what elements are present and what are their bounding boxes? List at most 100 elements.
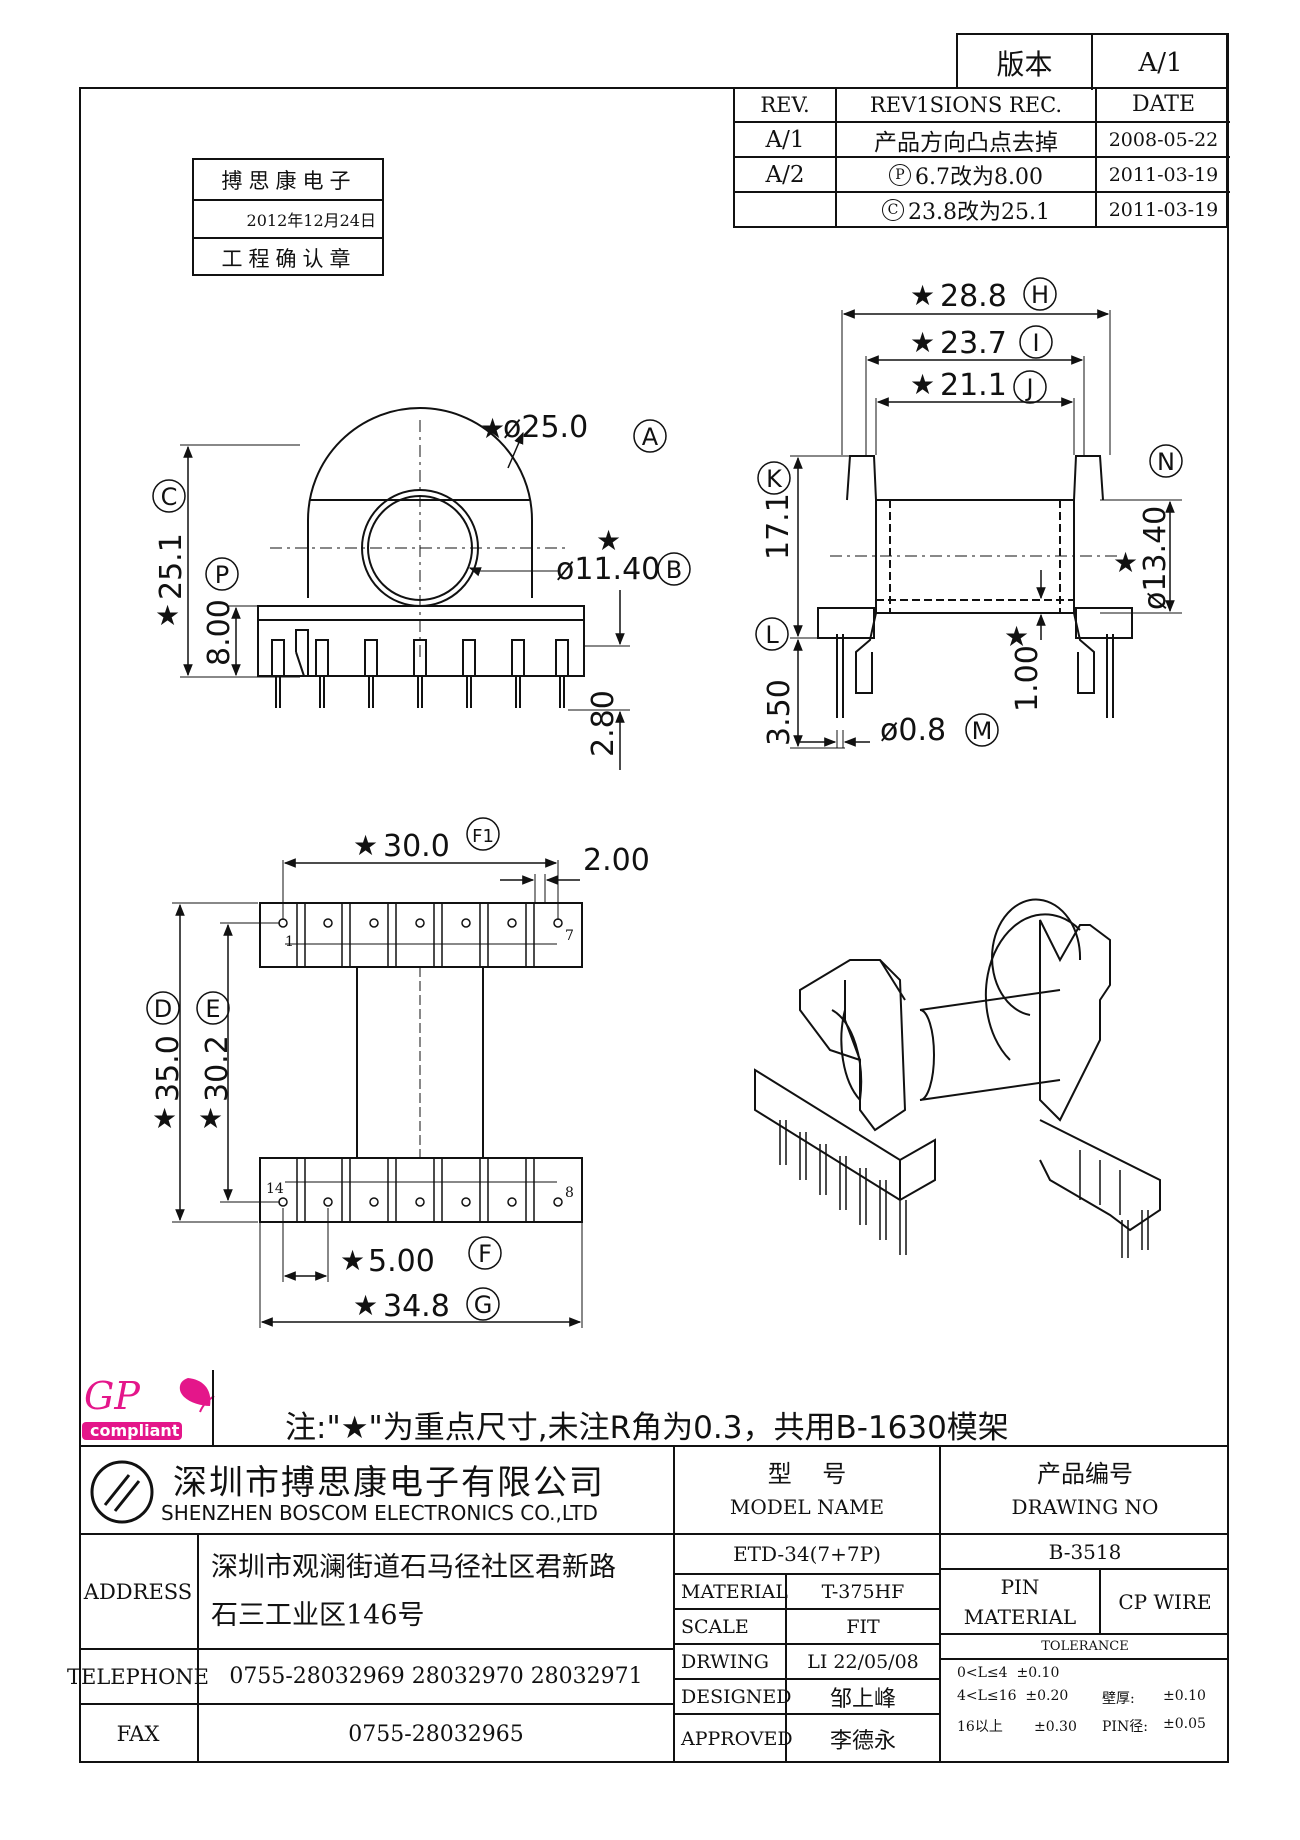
tolerance-label: TOLERANCE bbox=[1041, 1639, 1129, 1654]
letter-g: G bbox=[474, 1291, 493, 1319]
pin-label-1: 1 bbox=[285, 934, 294, 950]
tb-row-telephone bbox=[79, 1703, 675, 1705]
tb-row-model-value bbox=[675, 1573, 939, 1575]
letter-a: A bbox=[642, 423, 659, 451]
rev-col-2 bbox=[1095, 88, 1097, 228]
version-divider bbox=[1091, 35, 1093, 90]
letter-p: P bbox=[215, 561, 229, 589]
letter-c: C bbox=[161, 483, 178, 511]
star-e: ★ bbox=[198, 1102, 223, 1135]
rev-row2-rec: 6.7改为8.00 bbox=[915, 164, 1043, 190]
rev-row1-rev: A/1 bbox=[765, 126, 805, 153]
gp-text: GP bbox=[84, 1374, 140, 1418]
rev-row-2 bbox=[735, 156, 1230, 158]
stamp-row-1 bbox=[194, 199, 384, 201]
fax-value: 0755-28032965 bbox=[348, 1721, 524, 1747]
isometric-pins bbox=[779, 1120, 1149, 1258]
company-name-en: SHENZHEN BOSCOM ELECTRONICS CO.,LTD bbox=[161, 1501, 598, 1525]
engineering-stamp: 搏思康电子 2012年12月24日 工程确认章 bbox=[192, 158, 384, 276]
letter-b: B bbox=[666, 556, 682, 584]
letter-b-circle bbox=[657, 552, 691, 586]
dim-p-text: 8.00 bbox=[202, 599, 237, 666]
gp-compliant-text: compliant bbox=[90, 1421, 180, 1440]
address-line-1: 深圳市观澜街道石马径社区君新路 bbox=[211, 1552, 616, 1583]
tb-row-address bbox=[79, 1648, 675, 1650]
version-box: 版本 A/1 bbox=[956, 33, 1228, 90]
rev-header-rec: REV1SIONS REC. bbox=[869, 92, 1063, 117]
company-name-cn: 深圳市搏思康电子有限公司 bbox=[173, 1463, 605, 1503]
star-c: ★ bbox=[155, 599, 180, 632]
pin-diameter-value: ±0.05 bbox=[1163, 1716, 1206, 1732]
dim-e-text: 30.2 bbox=[200, 1035, 235, 1102]
dim-t-text: 1.00 bbox=[1010, 645, 1045, 712]
tb-col-company bbox=[673, 1445, 675, 1763]
dim-a-text: ø25.0 bbox=[503, 410, 588, 445]
dim-m-text: ø0.8 bbox=[880, 713, 946, 748]
tolerance-row-2: 4<L≤16 ±0.20 bbox=[957, 1688, 1069, 1704]
isometric-view bbox=[754, 898, 1161, 1258]
designed-value: 邹上峰 bbox=[829, 1686, 896, 1712]
rev-col-1 bbox=[835, 88, 837, 228]
rev-row2-rev: A/2 bbox=[765, 161, 805, 188]
letter-f-circle bbox=[468, 1236, 502, 1270]
star-j: ★ bbox=[910, 368, 935, 401]
stamp-company: 搏思康电子 bbox=[221, 168, 357, 193]
circled-p-mark: P bbox=[889, 163, 911, 186]
note-text: 注:"★"为重点尺寸,未注R角为0.3，共用B-1630模架 bbox=[285, 1410, 1009, 1446]
address-label: ADDRESS bbox=[83, 1579, 193, 1604]
letter-i-circle bbox=[1019, 325, 1053, 359]
letter-f1: F1 bbox=[472, 826, 494, 847]
model-header-en: MODEL NAME bbox=[729, 1495, 885, 1519]
tb-row-spec-3 bbox=[675, 1678, 939, 1680]
pin-material-label-1: PIN bbox=[1000, 1575, 1040, 1599]
letter-k-circle bbox=[757, 461, 791, 495]
tb-row-spec-1 bbox=[675, 1608, 939, 1610]
version-value: A/1 bbox=[1138, 47, 1183, 78]
drawing-header-cn: 产品编号 bbox=[1037, 1459, 1133, 1488]
pin-diameter-label: PIN径: bbox=[1102, 1719, 1148, 1735]
letter-e-circle bbox=[196, 991, 230, 1025]
pin-label-14: 14 bbox=[266, 1181, 284, 1197]
scale-label: SCALE bbox=[681, 1615, 749, 1638]
letter-e: E bbox=[205, 995, 220, 1023]
dim-f-text: 5.00 bbox=[368, 1244, 435, 1279]
frame-bottom bbox=[79, 1761, 1229, 1763]
star-f: ★ bbox=[340, 1244, 365, 1277]
title-block: 深圳市搏思康电子有限公司 SHENZHEN BOSCOM ELECTRONICS… bbox=[67, 1445, 1229, 1763]
telephone-label: TELEPHONE bbox=[67, 1664, 209, 1689]
tb-row-drawing-no bbox=[941, 1568, 1229, 1570]
drawing-no-value: B-3518 bbox=[1048, 1539, 1122, 1564]
dim-c-text: 25.1 bbox=[154, 533, 189, 600]
star-f1: ★ bbox=[353, 829, 378, 862]
top-view bbox=[172, 858, 583, 1328]
rev-row3-rec-wrap: C 23.8改为25.1 bbox=[837, 193, 1095, 226]
dim-n-text: ø13.40 bbox=[1138, 506, 1173, 610]
frame-top bbox=[79, 87, 1229, 89]
letter-c-circle bbox=[152, 479, 186, 513]
tb-row-company bbox=[79, 1533, 675, 1535]
stamp-row-2 bbox=[194, 237, 384, 239]
dim-l-text: 3.50 bbox=[762, 679, 797, 746]
boscom-logo-icon bbox=[90, 1460, 154, 1524]
tb-col-spec bbox=[785, 1573, 787, 1763]
letter-f: F bbox=[478, 1240, 492, 1268]
letter-m-circle bbox=[965, 713, 999, 747]
star-b: ★ bbox=[596, 524, 621, 557]
drwing-value: LI 22/05/08 bbox=[807, 1650, 919, 1673]
tb-row-spec-4 bbox=[675, 1713, 939, 1715]
dim-f1-text: 30.0 bbox=[383, 829, 450, 864]
rev-header-rev: REV. bbox=[760, 92, 810, 117]
dim-b-text: ø11.40 bbox=[556, 552, 660, 587]
star-d: ★ bbox=[152, 1102, 177, 1135]
pin-material-value: CP WIRE bbox=[1118, 1589, 1212, 1614]
revisions-table: REV. REV1SIONS REC. DATE A/1 产品方向凸点去掉 20… bbox=[733, 88, 1230, 228]
rev-header-date: DATE bbox=[1131, 92, 1196, 117]
letter-h-circle bbox=[1023, 277, 1057, 311]
material-label: MATERIAL bbox=[681, 1580, 788, 1603]
address-line-2: 石三工业区146号 bbox=[211, 1600, 425, 1631]
star-h: ★ bbox=[910, 279, 935, 312]
tolerance-row-1: 0<L≤4 ±0.10 bbox=[957, 1665, 1060, 1681]
star-n: ★ bbox=[1113, 546, 1138, 579]
tb-row-spec-2 bbox=[675, 1643, 939, 1645]
wall-thickness-value: ±0.10 bbox=[1163, 1688, 1206, 1704]
